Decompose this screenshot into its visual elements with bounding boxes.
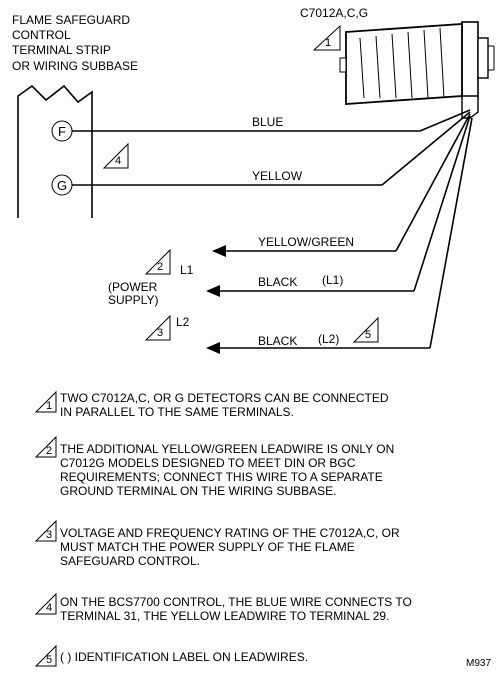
- note-number: 5: [46, 654, 52, 666]
- terminal-f-label: F: [58, 124, 66, 139]
- wire-label-black-l1: BLACK: [258, 275, 297, 289]
- wire-label-yellow: YELLOW: [252, 169, 303, 183]
- note-1: 1 TWO C7012A,C, OR G DETECTORS CAN BE CO…: [34, 390, 389, 419]
- note-2: 2 THE ADDITIONAL YELLOW/GREEN LEADWIRE I…: [34, 435, 394, 498]
- control-label-line: TERMINAL STRIP: [12, 43, 111, 57]
- note-number: 1: [46, 400, 52, 412]
- warning-triangle-icon: [34, 592, 57, 615]
- warning-triangle-icon: 3: [144, 314, 171, 341]
- figure-code: M937: [466, 658, 491, 669]
- note-line: IN PARALLEL TO THE SAME TERMINALS.: [60, 405, 294, 419]
- control-label-line: FLAME SAFEGUARD: [12, 13, 130, 27]
- note-line: TWO C7012A,C, OR G DETECTORS CAN BE CONN…: [60, 391, 389, 405]
- warning-triangle-icon: 2: [144, 248, 171, 275]
- note-5: 5 ( ) IDENTIFICATION LABEL ON LEADWIRES.: [34, 644, 308, 667]
- note-4: 4 ON THE BCS7700 CONTROL, THE BLUE WIRE …: [34, 592, 412, 623]
- warning-triangle-icon: 5: [352, 316, 379, 343]
- warning-triangle-icon: 4: [102, 142, 129, 169]
- flame-detector: [339, 21, 495, 119]
- wire-label-blue: BLUE: [252, 115, 283, 129]
- warning-triangle-icon: [34, 519, 57, 542]
- note-line: ( ) IDENTIFICATION LABEL ON LEADWIRES.: [60, 650, 308, 664]
- power-supply-label: (POWER: [108, 280, 158, 294]
- warning-triangle-icon: [34, 390, 57, 413]
- marker-5-number: 5: [365, 329, 371, 341]
- note-number: 3: [46, 529, 52, 541]
- note-line: C7012G MODELS DESIGNED TO MEET DIN OR BG…: [60, 456, 356, 470]
- detector-flange: [461, 21, 479, 99]
- wires: [72, 109, 473, 354]
- warning-triangle-icon: [34, 435, 57, 458]
- detector-nose: [477, 37, 489, 79]
- marker-3-number: 3: [157, 327, 163, 339]
- note-line: MUST MATCH THE POWER SUPPLY OF THE FLAME: [60, 540, 355, 554]
- note-number: 2: [46, 445, 52, 457]
- marker-4-number: 4: [115, 155, 121, 167]
- note-line: THE ADDITIONAL YELLOW/GREEN LEADWIRE IS …: [60, 442, 394, 456]
- detector-label: C7012A,C,G: [300, 6, 368, 20]
- terminal-strip: F G: [17, 84, 93, 218]
- terminal-g-label: G: [57, 178, 67, 193]
- control-label: FLAME SAFEGUARD CONTROL TERMINAL STRIP O…: [12, 13, 138, 73]
- note-number: 4: [46, 602, 52, 614]
- note-line: GROUND TERMINAL ON THE WIRING SUBBASE.: [60, 484, 336, 498]
- power-l1-label: L1: [180, 263, 194, 277]
- note-line: REQUIREMENTS; CONNECT THIS WIRE TO A SEP…: [60, 470, 383, 484]
- terminal-strip-outline: [17, 84, 93, 218]
- arrow-l2: [206, 342, 220, 354]
- note-line: ON THE BCS7700 CONTROL, THE BLUE WIRE CO…: [60, 595, 412, 609]
- note-line: SAFEGUARD CONTROL.: [60, 554, 200, 568]
- wire-tag-l2: (L2): [318, 332, 339, 346]
- power-l2-label: L2: [176, 315, 190, 329]
- wire-tag-l1: (L1): [322, 273, 343, 287]
- note-line: TERMINAL 31, THE YELLOW LEADWIRE TO TERM…: [60, 609, 389, 623]
- marker-2-number: 2: [157, 261, 163, 273]
- warning-triangle-icon: [34, 644, 57, 667]
- note-3: 3 VOLTAGE AND FREQUENCY RATING OF THE C7…: [34, 519, 400, 568]
- arrow-l1: [206, 285, 220, 297]
- wire-label-black-l2: BLACK: [258, 334, 297, 348]
- warning-triangle-icon: 1: [312, 24, 341, 51]
- marker-1-number: 1: [325, 37, 331, 49]
- arrow-yellow-green: [212, 245, 226, 257]
- note-line: VOLTAGE AND FREQUENCY RATING OF THE C701…: [60, 526, 400, 540]
- control-label-line: OR WIRING SUBBASE: [12, 59, 138, 73]
- power-supply-label: SUPPLY): [108, 293, 158, 307]
- wire-label-yellow-green: YELLOW/GREEN: [258, 235, 354, 249]
- control-label-line: CONTROL: [12, 28, 71, 42]
